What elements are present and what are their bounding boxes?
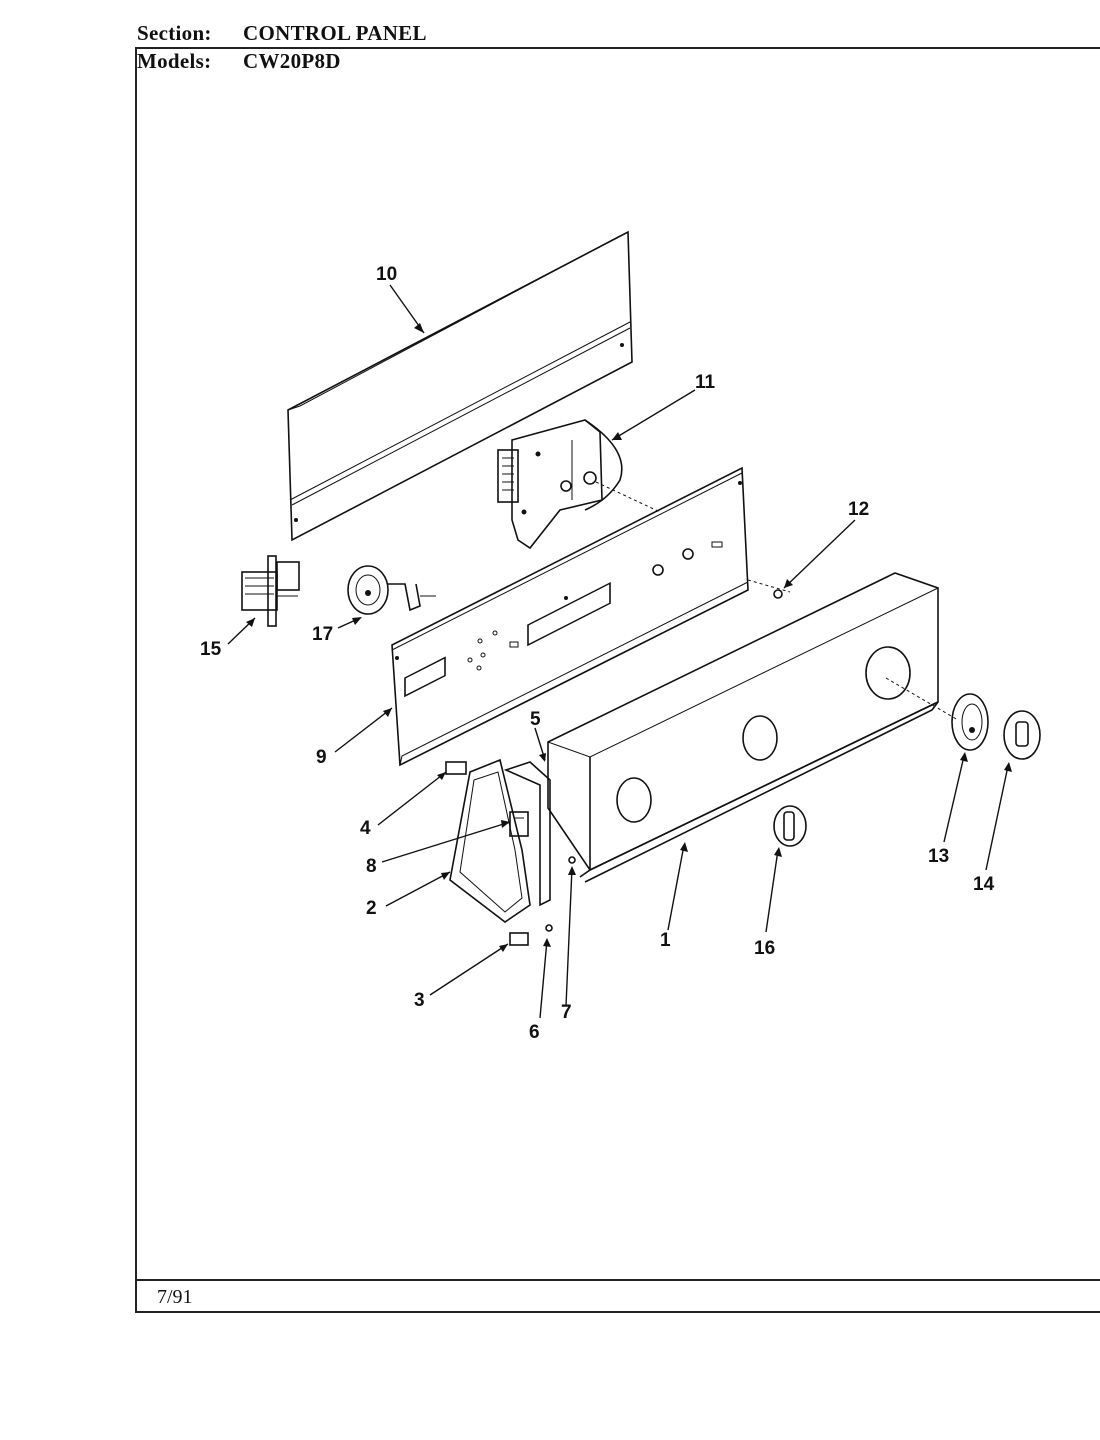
leader-4 xyxy=(377,771,447,826)
callout-9: 9 xyxy=(316,747,327,768)
callout-4: 4 xyxy=(360,818,371,839)
callout-5: 5 xyxy=(530,709,541,730)
models-value: CW20P8D xyxy=(243,49,341,73)
part-10-rear-shield xyxy=(287,230,633,542)
part-7-screw xyxy=(568,856,576,864)
callout-10: 10 xyxy=(376,264,397,285)
leader-7 xyxy=(565,867,573,1007)
callout-15: 15 xyxy=(200,639,222,660)
callout-2: 2 xyxy=(366,898,377,919)
callout-7: 7 xyxy=(561,1002,572,1023)
leader-8 xyxy=(381,821,511,863)
part-8-socket xyxy=(509,811,529,837)
callout-13: 13 xyxy=(928,846,949,867)
part-2-light-housing xyxy=(449,758,531,923)
part-9-panel-backplate xyxy=(391,466,791,767)
leader-2 xyxy=(385,871,451,907)
part-15-switch xyxy=(241,555,300,627)
diagram-frame xyxy=(135,47,1100,1312)
callout-12: 12 xyxy=(848,499,869,520)
frame-bottom-border xyxy=(135,1311,1100,1313)
footer-divider xyxy=(135,1279,1100,1281)
part-4-clip xyxy=(445,761,467,775)
part-17-pressure-switch xyxy=(347,565,436,615)
models-label: Models: xyxy=(137,49,212,73)
part-5-lens xyxy=(503,761,551,907)
callout-1: 1 xyxy=(660,930,671,951)
leader-12 xyxy=(783,519,856,589)
callout-16: 16 xyxy=(754,938,775,959)
leader-13 xyxy=(943,755,965,843)
leader-9 xyxy=(334,707,393,753)
leader-6 xyxy=(539,939,548,1019)
callout-3: 3 xyxy=(414,990,425,1011)
callout-8: 8 xyxy=(366,856,377,877)
leader-3 xyxy=(429,943,509,996)
part-16-knob xyxy=(773,805,807,847)
callout-14: 14 xyxy=(973,874,995,895)
part-11-timer xyxy=(497,419,661,550)
leader-14 xyxy=(985,765,1009,871)
part-12-nut xyxy=(773,589,783,599)
part-1-console xyxy=(547,572,959,883)
part-6-screw xyxy=(545,924,553,932)
callout-6: 6 xyxy=(529,1022,540,1043)
leader-1 xyxy=(667,844,685,931)
leader-16 xyxy=(765,849,779,933)
revision-date: 7/91 xyxy=(157,1286,193,1308)
part-3-clip xyxy=(509,932,529,946)
part-13-dial xyxy=(951,693,989,751)
leader-11 xyxy=(611,389,696,441)
callout-labels: 10 11 12 15 17 9 4 8 2 3 5 6 7 1 16 13 1… xyxy=(200,264,995,1043)
callout-17: 17 xyxy=(312,624,333,645)
callout-11: 11 xyxy=(695,372,716,393)
leader-lines xyxy=(227,284,1012,1019)
part-14-knob xyxy=(1003,710,1041,760)
section-label: Section: xyxy=(137,21,212,45)
section-title: CONTROL PANEL xyxy=(243,21,427,45)
